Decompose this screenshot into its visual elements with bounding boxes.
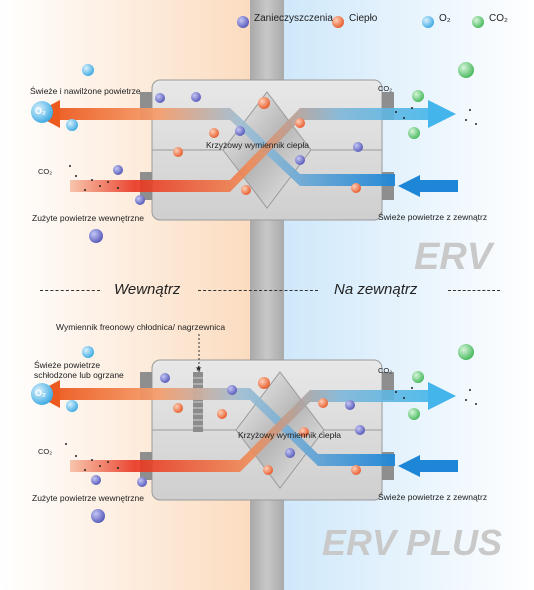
erv-co2-left: CO₂: [38, 167, 53, 176]
erv-plus-fresh-in-label-2: schłodzone lub ogrzane: [34, 370, 124, 380]
erv-fresh-out-label: Świeże powietrze z zewnątrz: [378, 212, 488, 222]
zone-inside: Wewnątrz: [114, 281, 181, 298]
erv-plus-co2-right: CO₂: [378, 366, 393, 375]
erv-plus-title: ERV PLUS: [322, 522, 503, 563]
erv-fresh-in-label: Świeże i nawilżone powietrze: [30, 86, 141, 96]
erv-title: ERV: [414, 236, 493, 278]
legend-co2-label: CO₂: [489, 13, 508, 24]
zone-divider-right: [448, 290, 500, 291]
legend-heat-label: Ciepło: [349, 13, 378, 24]
erv-exhaust-stream: [70, 108, 430, 192]
legend-heat-icon: [332, 16, 344, 28]
legend-o2-label: O₂: [439, 13, 451, 24]
erv-plus-fresh-in-label-1: Świeże powietrze: [34, 360, 101, 370]
erv-plus-exhaust-in-label: Zużyte powietrze wewnętrzne: [32, 493, 144, 503]
erv-exhaust-in-label: Zużyte powietrze wewnętrzne: [32, 213, 144, 223]
erv-o2-text: O₂: [35, 106, 46, 116]
particles: [65, 107, 477, 471]
erv-exhaust-arrowhead: [428, 100, 456, 128]
erv-exchanger-label: Krzyżowy wymiennik ciepła: [206, 140, 309, 150]
erv-plus-coil-label: Wymiennik freonowy chłodnica/ nagrzewnic…: [56, 322, 226, 332]
erv-plus-exhaust-arrowhead: [428, 382, 456, 410]
zone-divider-mid: [198, 290, 318, 291]
legend-pollution-label: Zanieczyszczenia: [254, 13, 333, 24]
erv-unit: [34, 79, 458, 221]
erv-plus-supply-stream: [56, 388, 395, 466]
pollution-particles: [89, 16, 365, 523]
legend-pollution-icon: [237, 16, 249, 28]
co2-molecules: [408, 16, 484, 420]
svg-text:★: ★: [195, 364, 202, 373]
erv-plus-exchanger-label: Krzyżowy wymiennik ciepła: [238, 430, 341, 440]
legend-co2-icon: [472, 16, 484, 28]
erv-supply-stream: [56, 108, 395, 186]
zone-outside: Na zewnątrz: [334, 281, 418, 298]
o2-molecules: [31, 16, 434, 412]
erv-plus-fresh-out-label: Świeże powietrze z zewnątrz: [378, 492, 488, 502]
erv-co2-right: CO₂: [378, 84, 393, 93]
heat-particles: [173, 16, 361, 475]
zone-divider-left: [40, 290, 100, 291]
erv-plus-o2-text: O₂: [35, 388, 46, 398]
erv-plus-co2-left: CO₂: [38, 447, 53, 456]
legend-o2-icon: [422, 16, 434, 28]
erv-plus-exhaust-stream: [70, 390, 430, 472]
erv-plus-unit: ★: [34, 334, 458, 501]
